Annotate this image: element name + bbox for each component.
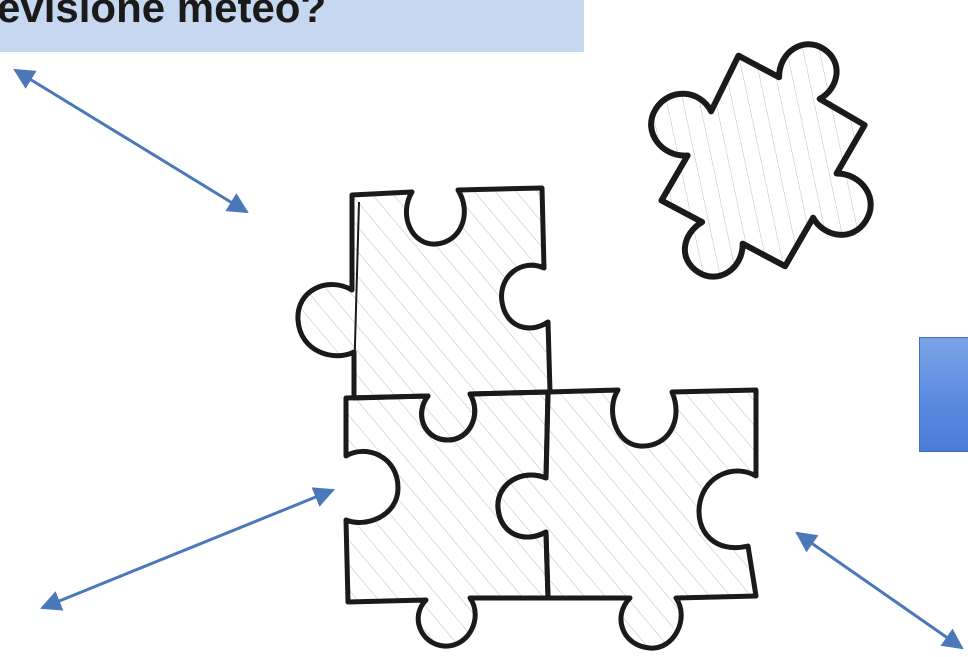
puzzle-piece-loose: [597, 0, 928, 330]
arrow-bottom-right: [797, 533, 962, 648]
arrow-top-left: [15, 70, 247, 212]
arrow-bottom-left: [42, 490, 333, 608]
side-box: [919, 337, 968, 452]
